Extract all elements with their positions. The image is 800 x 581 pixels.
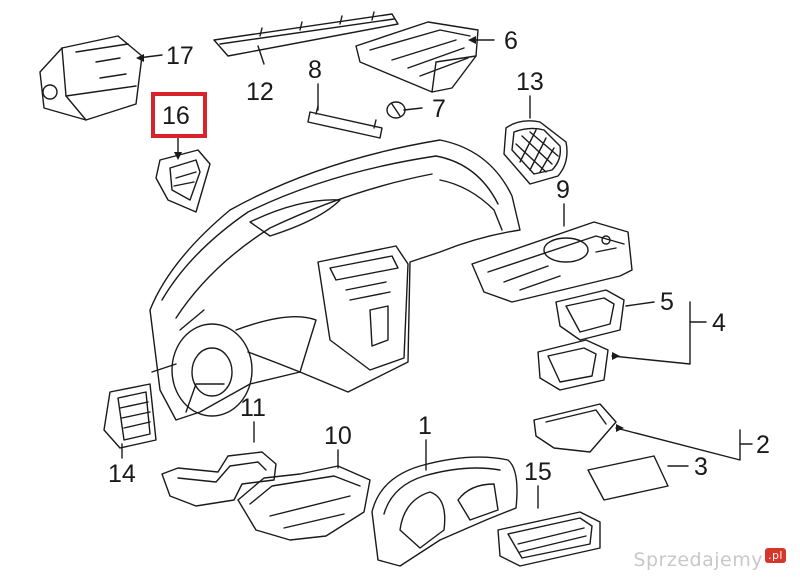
callout-15: 15	[524, 458, 552, 486]
callout-8: 8	[308, 56, 322, 84]
callout-12: 12	[246, 78, 274, 106]
watermark-text: Sprzedajemy	[633, 549, 763, 571]
defroster-trim-12	[213, 11, 399, 57]
bracket-strip-8	[307, 105, 383, 139]
arrowheads	[136, 36, 624, 432]
storage-bin-4	[537, 339, 609, 391]
leader-lines	[121, 39, 753, 509]
watermark-suffix: .pl	[764, 548, 786, 563]
callout-16: 16	[162, 102, 190, 130]
side-vent-16	[155, 149, 211, 213]
callout-11: 11	[240, 394, 266, 422]
lower-duct-11	[161, 451, 277, 507]
callout-10: 10	[324, 422, 352, 450]
callout-1: 1	[418, 412, 432, 440]
callout-4: 4	[712, 309, 726, 337]
bottom-vent-15	[497, 511, 601, 567]
dashboard-body	[149, 139, 521, 421]
lower-duct-10	[237, 465, 371, 541]
cover-panel-3	[587, 455, 669, 501]
callout-7: 7	[432, 95, 446, 123]
cluster-bezel-1	[371, 456, 518, 567]
callout-17: 17	[166, 42, 194, 70]
callout-14: 14	[108, 460, 136, 488]
callout-5: 5	[660, 288, 674, 316]
highlight-box-16	[151, 92, 207, 138]
callout-13: 13	[516, 68, 544, 96]
defroster-duct-6	[355, 21, 479, 93]
watermark: Sprzedajemy.pl	[633, 548, 786, 571]
knee-panel-2	[533, 403, 617, 453]
glovebox-frame-9	[471, 221, 633, 303]
callout-2: 2	[756, 431, 770, 459]
callout-6: 6	[504, 27, 518, 55]
left-vent-14	[103, 383, 157, 449]
corner-vent-13	[503, 120, 568, 185]
callout-3: 3	[694, 453, 708, 481]
callout-9: 9	[556, 176, 570, 204]
callout-labels: 17 12 6 8 7 16 13 9 5 4 11 10 1 2 3 14 1…	[108, 27, 770, 488]
storage-bin-5	[555, 289, 625, 341]
airbag-module-17	[39, 35, 143, 121]
plug-7	[386, 101, 406, 119]
